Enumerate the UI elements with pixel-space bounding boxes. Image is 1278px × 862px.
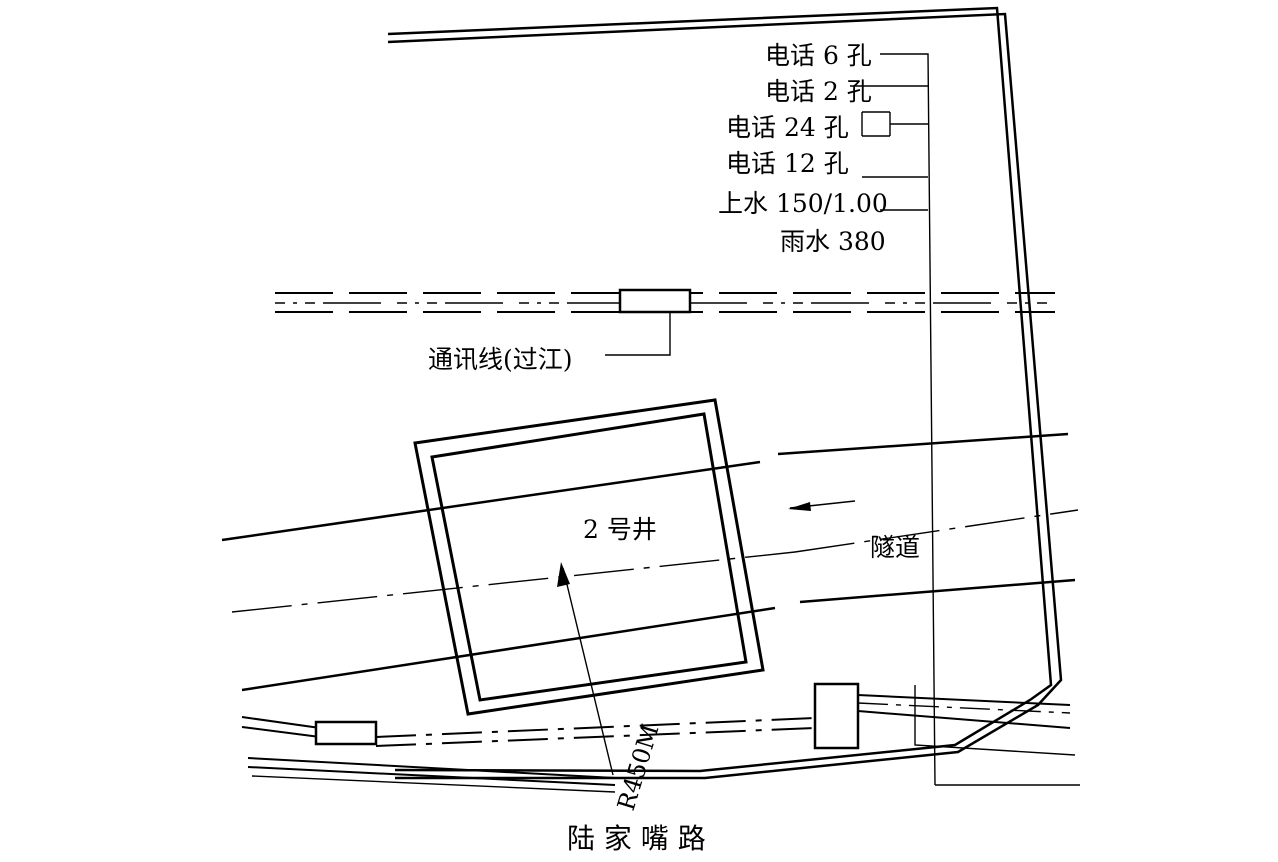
pipe-label-leaders — [850, 85, 928, 211]
pipeline-box-left — [314, 720, 378, 746]
tunnel-direction-arrow — [788, 500, 856, 511]
comm-line-junction-box — [618, 288, 692, 314]
tunnel — [221, 432, 1079, 692]
pipeline-box-right — [813, 682, 860, 750]
road-pipelines — [241, 682, 1076, 793]
pipe-label-rain-water: 雨水 380 — [780, 227, 886, 256]
pipe-label-phone-12: 电话 12 孔 — [726, 149, 849, 178]
site-boundary — [387, 6, 1063, 780]
radius-pointer — [557, 562, 614, 776]
pipe-label-phone-2: 电话 2 孔 — [765, 77, 872, 106]
pipe-label-phone-6: 电话 6 孔 — [765, 41, 872, 70]
road-label: 陆 家 嘴 路 — [567, 822, 706, 855]
pipe-label-phone-24: 电话 24 孔 — [726, 113, 849, 142]
shaft-label: 2 号井 — [583, 515, 657, 544]
comm-line — [275, 288, 1055, 356]
utility-vertical-line — [880, 53, 1080, 786]
tunnel-label: 隧道 — [870, 533, 920, 562]
pipe-label-water-supply: 上水 150/1.00 — [718, 189, 888, 218]
shaft-2 — [413, 398, 765, 716]
comm-line-label: 通讯线(过江) — [428, 345, 573, 374]
